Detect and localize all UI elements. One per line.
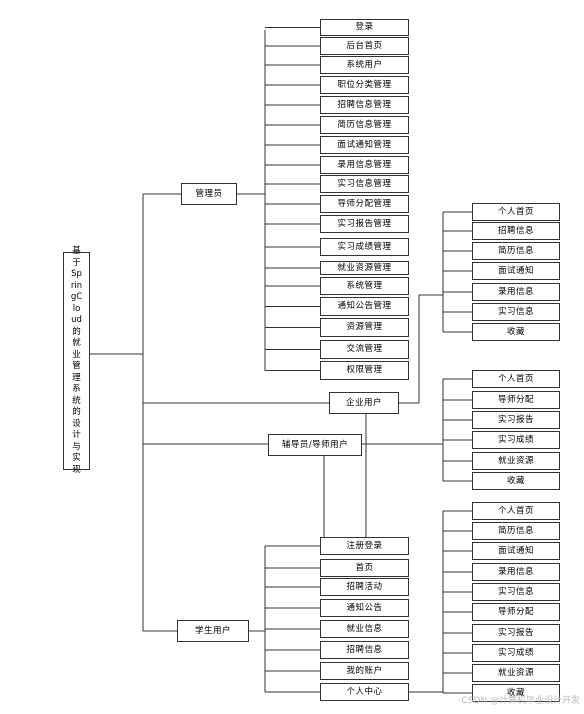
admin-item: 实习报告管理	[320, 215, 409, 233]
student-center-item: 收藏	[472, 684, 560, 702]
role-enterprise-node: 企业用户	[329, 392, 399, 414]
student-center-item: 简历信息	[472, 522, 560, 540]
admin-item: 职位分类管理	[320, 76, 409, 94]
student-center-item: 实习信息	[472, 583, 560, 601]
system-root-node: 基于SpringCloud的就业管理系统的设计与实现	[63, 246, 90, 475]
admin-item: 资源管理	[320, 318, 409, 337]
admin-item: 实习成绩管理	[320, 238, 409, 256]
student-center-item: 个人首页	[472, 502, 560, 520]
mentor-item: 个人首页	[472, 370, 560, 388]
admin-item: 登录	[320, 19, 409, 36]
admin-item: 系统用户	[320, 56, 409, 74]
admin-item: 面试通知管理	[320, 136, 409, 154]
admin-item: 后台首页	[320, 37, 409, 55]
mentor-item: 就业资源	[472, 452, 560, 470]
enterprise-item: 收藏	[472, 323, 560, 341]
admin-item: 就业资源管理	[320, 261, 409, 275]
enterprise-item: 招聘信息	[472, 222, 560, 240]
enterprise-item: 个人首页	[472, 203, 560, 221]
admin-item: 导师分配管理	[320, 195, 409, 213]
admin-item: 录用信息管理	[320, 156, 409, 174]
student-item: 我的账户	[320, 662, 409, 680]
student-item: 招聘信息	[320, 641, 409, 659]
system-root-label: 基于SpringCloud的就业管理系统的设计与实现	[70, 246, 83, 475]
student-center-item: 导师分配	[472, 603, 560, 621]
student-item: 招聘活动	[320, 578, 409, 596]
student-item: 首页	[320, 559, 409, 577]
admin-item: 简历信息管理	[320, 116, 409, 134]
mentor-item: 收藏	[472, 472, 560, 490]
student-item: 就业信息	[320, 620, 409, 638]
role-mentor-node: 辅导员/导师用户	[268, 434, 362, 456]
admin-item: 交流管理	[320, 340, 409, 359]
enterprise-item: 简历信息	[472, 242, 560, 260]
student-center-item: 实习报告	[472, 624, 560, 642]
student-item: 通知公告	[320, 599, 409, 617]
student-center-item: 录用信息	[472, 563, 560, 581]
student-item: 个人中心	[320, 683, 409, 701]
student-center-item: 面试通知	[472, 542, 560, 560]
admin-item: 通知公告管理	[320, 297, 409, 316]
admin-item: 招聘信息管理	[320, 96, 409, 114]
mentor-item: 实习成绩	[472, 431, 560, 449]
csdn-watermark: CSDN @计算机毕业设计开发	[461, 696, 580, 706]
mentor-item: 导师分配	[472, 391, 560, 409]
enterprise-item: 实习信息	[472, 303, 560, 321]
enterprise-item: 面试通知	[472, 262, 560, 280]
admin-item: 系统管理	[320, 277, 409, 295]
role-student-node: 学生用户	[177, 620, 249, 642]
admin-item: 实习信息管理	[320, 175, 409, 193]
admin-item: 权限管理	[320, 361, 409, 380]
enterprise-item: 录用信息	[472, 283, 560, 301]
student-center-item: 实习成绩	[472, 644, 560, 662]
student-item: 注册登录	[320, 537, 409, 555]
student-center-item: 就业资源	[472, 664, 560, 682]
mentor-item: 实习报告	[472, 411, 560, 429]
role-admin-node: 管理员	[181, 183, 237, 205]
